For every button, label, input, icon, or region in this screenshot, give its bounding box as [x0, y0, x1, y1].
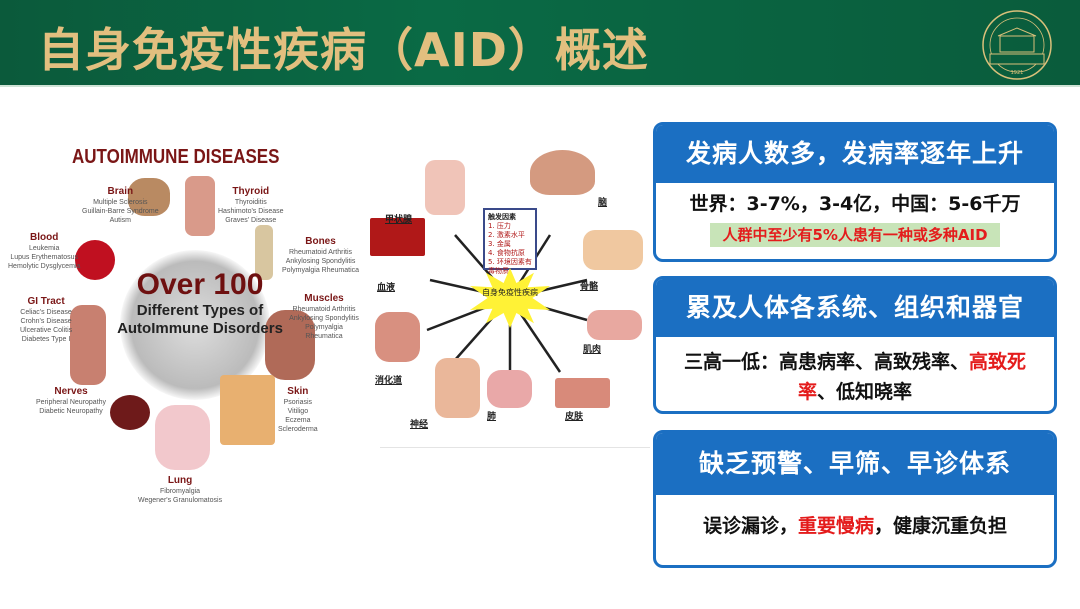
- label-brain: 脑: [598, 198, 608, 208]
- brain-illustration: [128, 178, 170, 216]
- thyroid-illustration: [185, 176, 215, 236]
- label-bone: 骨骼: [580, 282, 599, 292]
- body-text: ，健康沉重负担: [874, 515, 1008, 537]
- nerves-illustration: [110, 395, 150, 430]
- label-digestive: 消化道: [375, 376, 403, 386]
- panel-body: 世界：3-7%，3-4亿，中国：5-6千万 人群中至少有5%人患有一种或多种AI…: [656, 183, 1054, 249]
- hospital-logo: 1921: [982, 10, 1052, 80]
- blood-illustration: [75, 240, 115, 280]
- lung-illustration: [155, 405, 210, 470]
- brain-image: [530, 150, 595, 195]
- blood-image: [370, 218, 425, 256]
- body-text: 误诊漏诊，: [702, 515, 798, 537]
- panel-heading: 发病人数多，发病率逐年上升: [656, 125, 1054, 183]
- bones-illustration: [255, 225, 273, 280]
- highlight-note: 人群中至少有5%人患有一种或多种AID: [710, 223, 1000, 247]
- prevalence-stats: 世界：3-7%，3-4亿，中国：5-6千万: [689, 193, 1021, 215]
- body-text: 、低知晓率: [817, 381, 913, 403]
- skin-image: [555, 378, 610, 408]
- label-nerve: 神经: [410, 420, 429, 430]
- slide-title: 自身免疫性疾病（AID）概述: [38, 23, 649, 77]
- label-lung: 肺: [487, 412, 497, 422]
- bone-image: [583, 230, 643, 270]
- panel-body: 误诊漏诊，重要慢病，健康沉重负担: [656, 495, 1054, 541]
- autoimmune-infographic: AUTOIMMUNE DISEASES Over 100 Different T…: [8, 140, 360, 504]
- panel-heading: 累及人体各系统、组织和器官: [656, 279, 1054, 337]
- over-100-text: Over 100: [136, 268, 264, 301]
- skin-illustration: [220, 375, 275, 445]
- emphasis-text: 重要慢病: [797, 515, 874, 537]
- center-label: 自身免疫性疾病: [482, 288, 538, 297]
- panel-body: 三高一低：高患病率、高致残率、高致死率、低知晓率: [656, 337, 1054, 407]
- gi-tract-illustration: [70, 305, 106, 385]
- intestine-image: [375, 312, 420, 362]
- muscles-illustration: [265, 310, 315, 380]
- emphasis-text: 高致死率: [797, 351, 1027, 403]
- foot-image: [435, 358, 480, 418]
- label-skin: 皮肤: [565, 412, 584, 422]
- thyroid-image: [425, 160, 465, 215]
- lung-image: [487, 370, 532, 408]
- panel-systems: 累及人体各系统、组织和器官 三高一低：高患病率、高致残率、高致死率、低知晓率: [653, 276, 1057, 414]
- label-thyroid: 甲状腺: [385, 215, 413, 225]
- body-text: 三高一低：高患病率、高致残率、: [683, 351, 969, 373]
- center-caption: Over 100 Different Types of AutoImmune D…: [115, 268, 285, 338]
- panel-early-warning: 缺乏预警、早筛、早诊体系 误诊漏诊，重要慢病，健康沉重负担: [653, 430, 1057, 568]
- label-muscle: 肌肉: [583, 345, 602, 355]
- panel-incidence: 发病人数多，发病率逐年上升 世界：3-7%，3-4亿，中国：5-6千万 人群中至…: [653, 122, 1057, 262]
- panel-heading: 缺乏预警、早筛、早诊体系: [656, 433, 1054, 495]
- slide-header: 自身免疫性疾病（AID）概述 1921: [0, 0, 1080, 87]
- label-blood: 血液: [377, 283, 396, 293]
- infographic-title: AUTOIMMUNE DISEASES: [72, 146, 280, 168]
- divider: [380, 447, 650, 448]
- muscle-image: [587, 310, 642, 340]
- different-types-text: Different Types of AutoImmune Disorders: [117, 302, 283, 337]
- svg-text:1921: 1921: [1011, 70, 1024, 76]
